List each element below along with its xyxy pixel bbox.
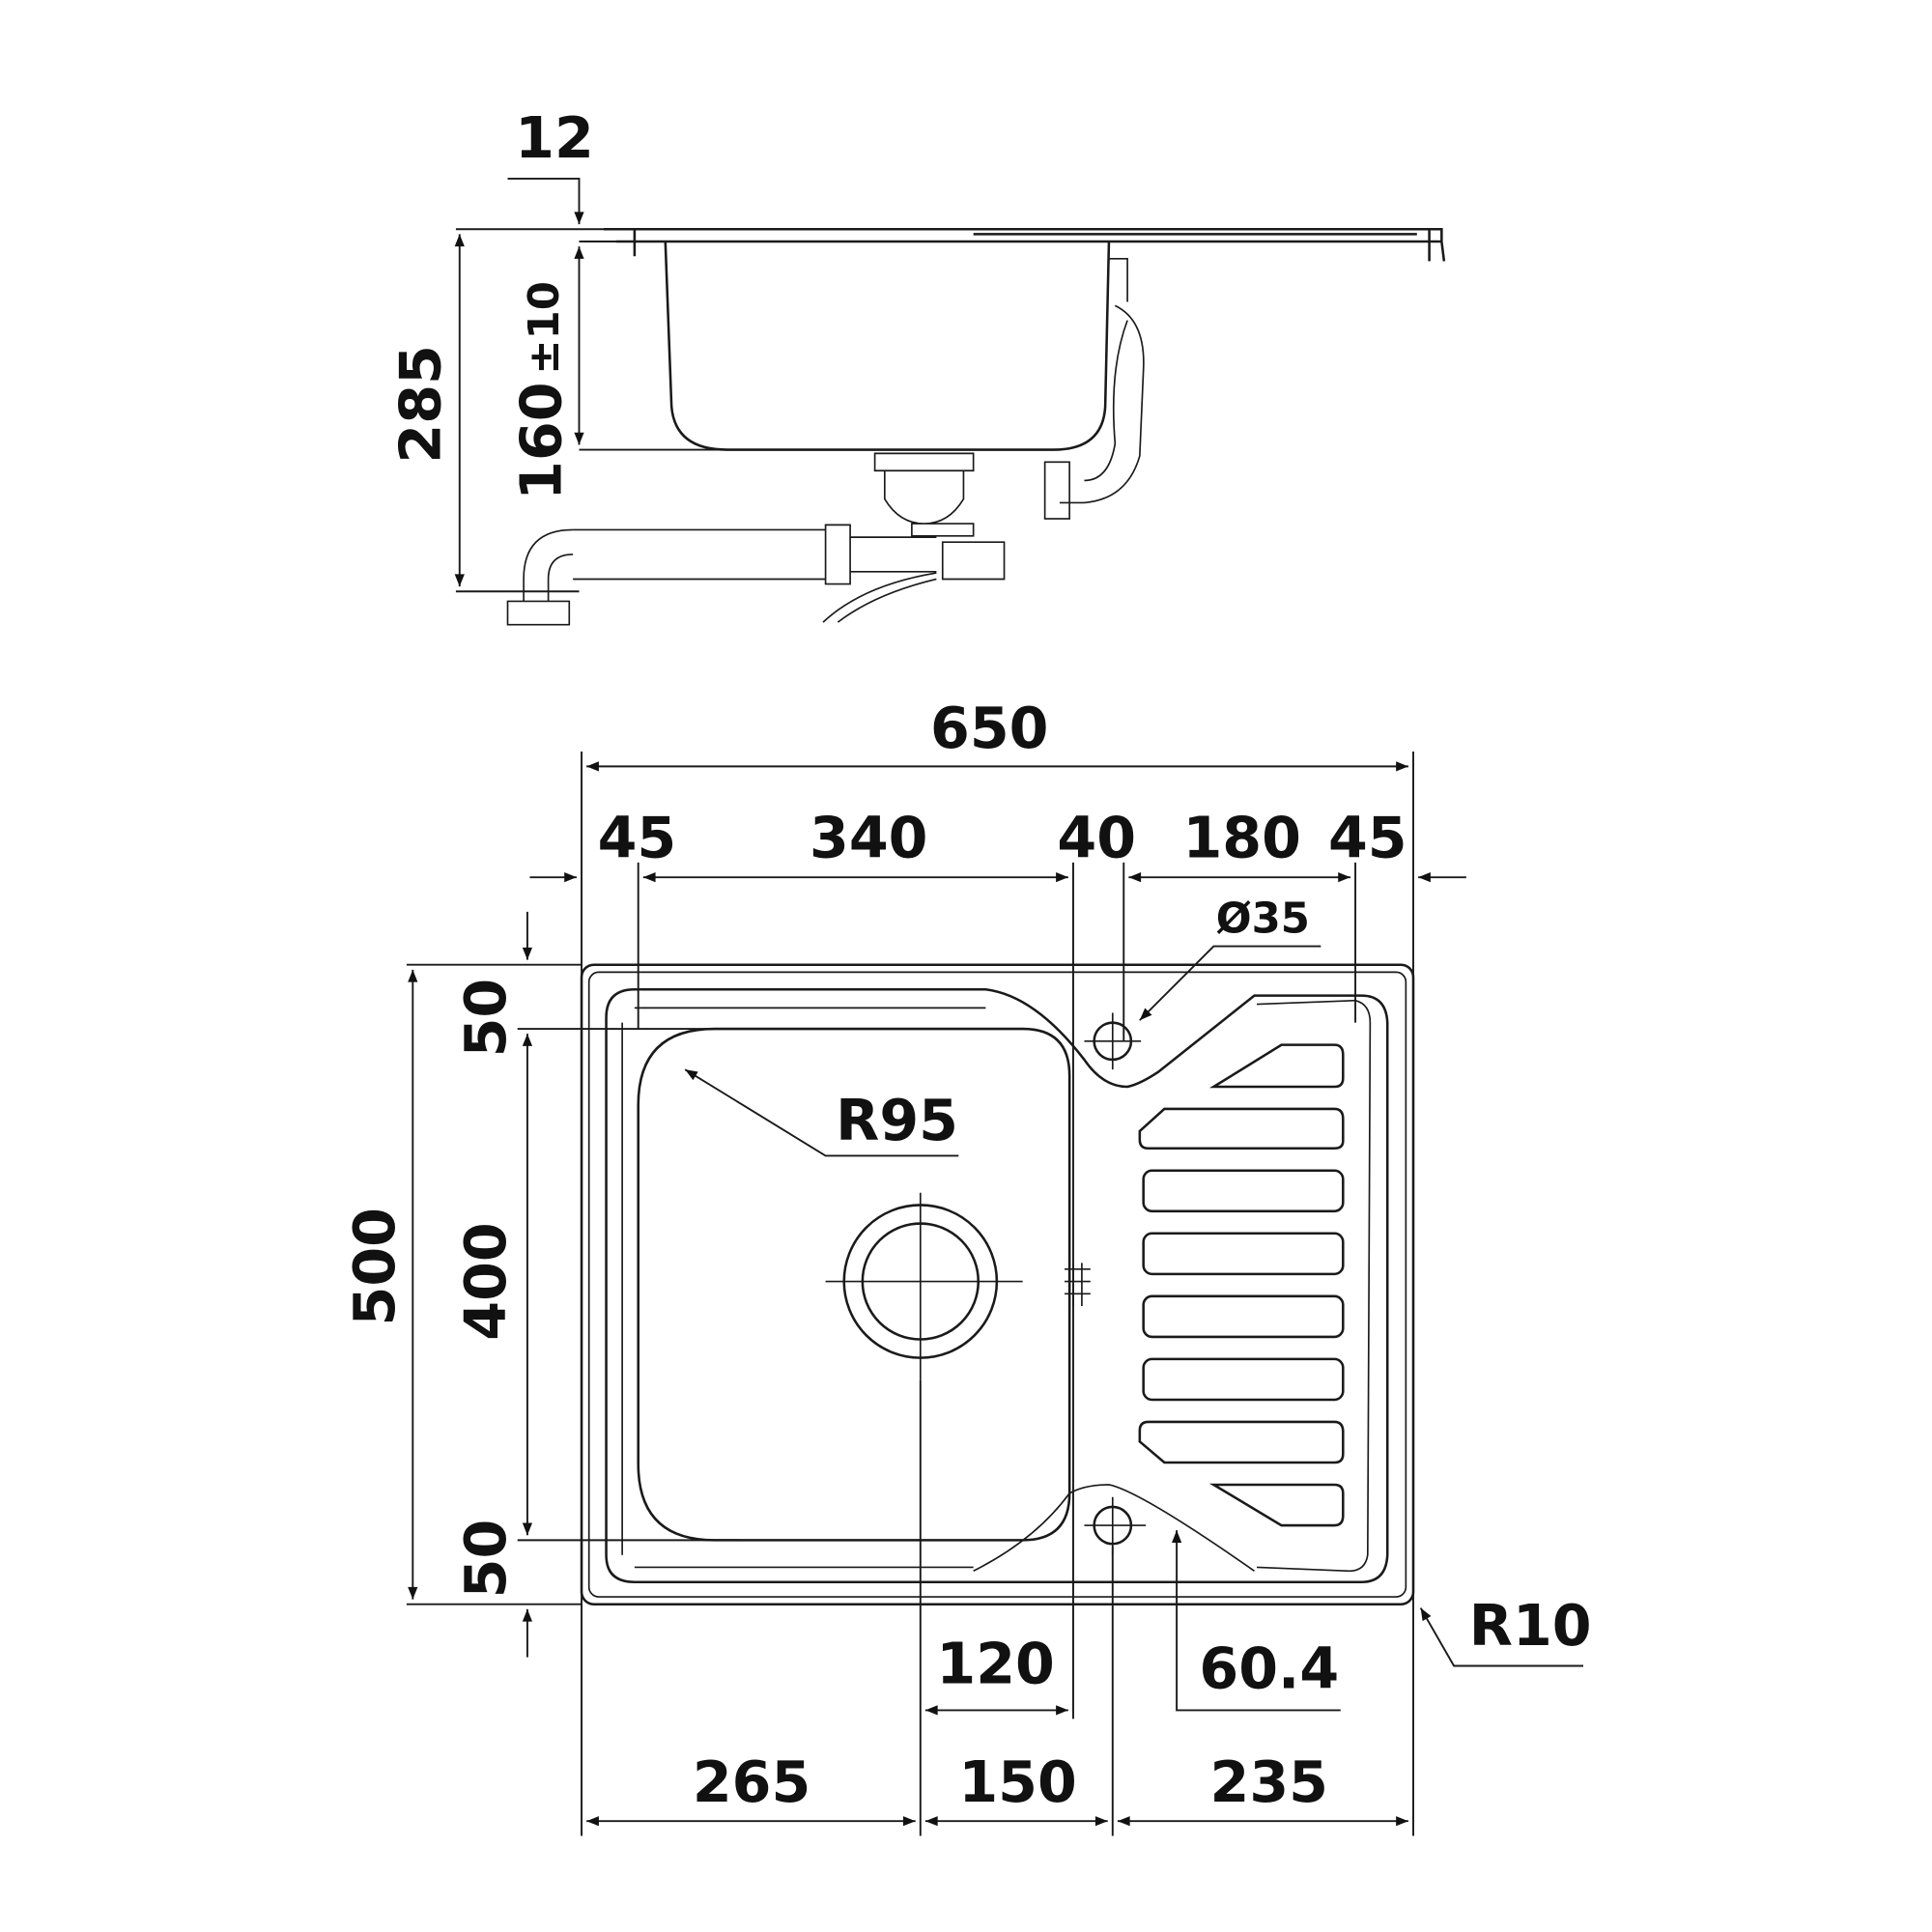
overflow-nut — [1043, 461, 1070, 520]
dim-width-divider: 40 — [1057, 806, 1136, 871]
dim-overall-width: 650 — [930, 696, 1048, 761]
drain-basket — [873, 452, 975, 537]
tap-hole-bottom — [1084, 1496, 1147, 1555]
dim-tap-hole-diameter: Ø35 — [1216, 895, 1310, 944]
waste-pipe — [573, 524, 1006, 585]
dim-bottom-right: 235 — [1210, 1749, 1328, 1815]
dim-bowl-radius: R95 — [836, 1088, 958, 1153]
dim-overall-depth: 500 — [342, 1208, 408, 1325]
side-view — [506, 227, 1446, 626]
drain-cable — [822, 572, 937, 623]
top-dimensions: 650 45 340 40 180 45 Ø35 500 50 400 50 R… — [342, 696, 1592, 1836]
sink-rim-profile — [604, 227, 1446, 262]
dim-depth-top-rim: 50 — [453, 979, 519, 1058]
dim-bottom-middle: 150 — [958, 1749, 1076, 1815]
drain-outlet — [825, 1192, 1023, 1380]
dim-depth-bottom-rim: 50 — [453, 1520, 519, 1599]
dim-drain-to-hole: 120 — [936, 1631, 1054, 1696]
top-view — [580, 963, 1415, 1605]
trap-elbow — [506, 528, 574, 626]
dim-hole-offset: 60.4 — [1199, 1635, 1339, 1701]
dim-bottom-left: 265 — [693, 1749, 810, 1815]
bowl-profile — [664, 241, 1111, 451]
dim-width-drainer: 180 — [1182, 806, 1300, 871]
dim-width-bowl: 340 — [810, 806, 927, 871]
dim-bowl-tolerance: ±10 — [521, 281, 569, 375]
tap-hole-top — [1084, 1012, 1142, 1070]
drainer-grooves — [1138, 1043, 1345, 1527]
dim-corner-radius: R10 — [1469, 1593, 1592, 1659]
dim-depth-bowl: 400 — [453, 1222, 519, 1340]
dim-bowl-depth: 160 — [508, 382, 574, 499]
dim-width-left-rim: 45 — [598, 806, 677, 871]
dim-total-height: 285 — [387, 345, 453, 463]
dim-rim-thickness: 12 — [515, 105, 594, 171]
overflow-hose — [1059, 258, 1145, 504]
dim-width-right-rim: 45 — [1328, 806, 1407, 871]
side-dimensions: 12 285 160 ±10 — [387, 105, 727, 593]
inner-rim — [605, 987, 1389, 1584]
